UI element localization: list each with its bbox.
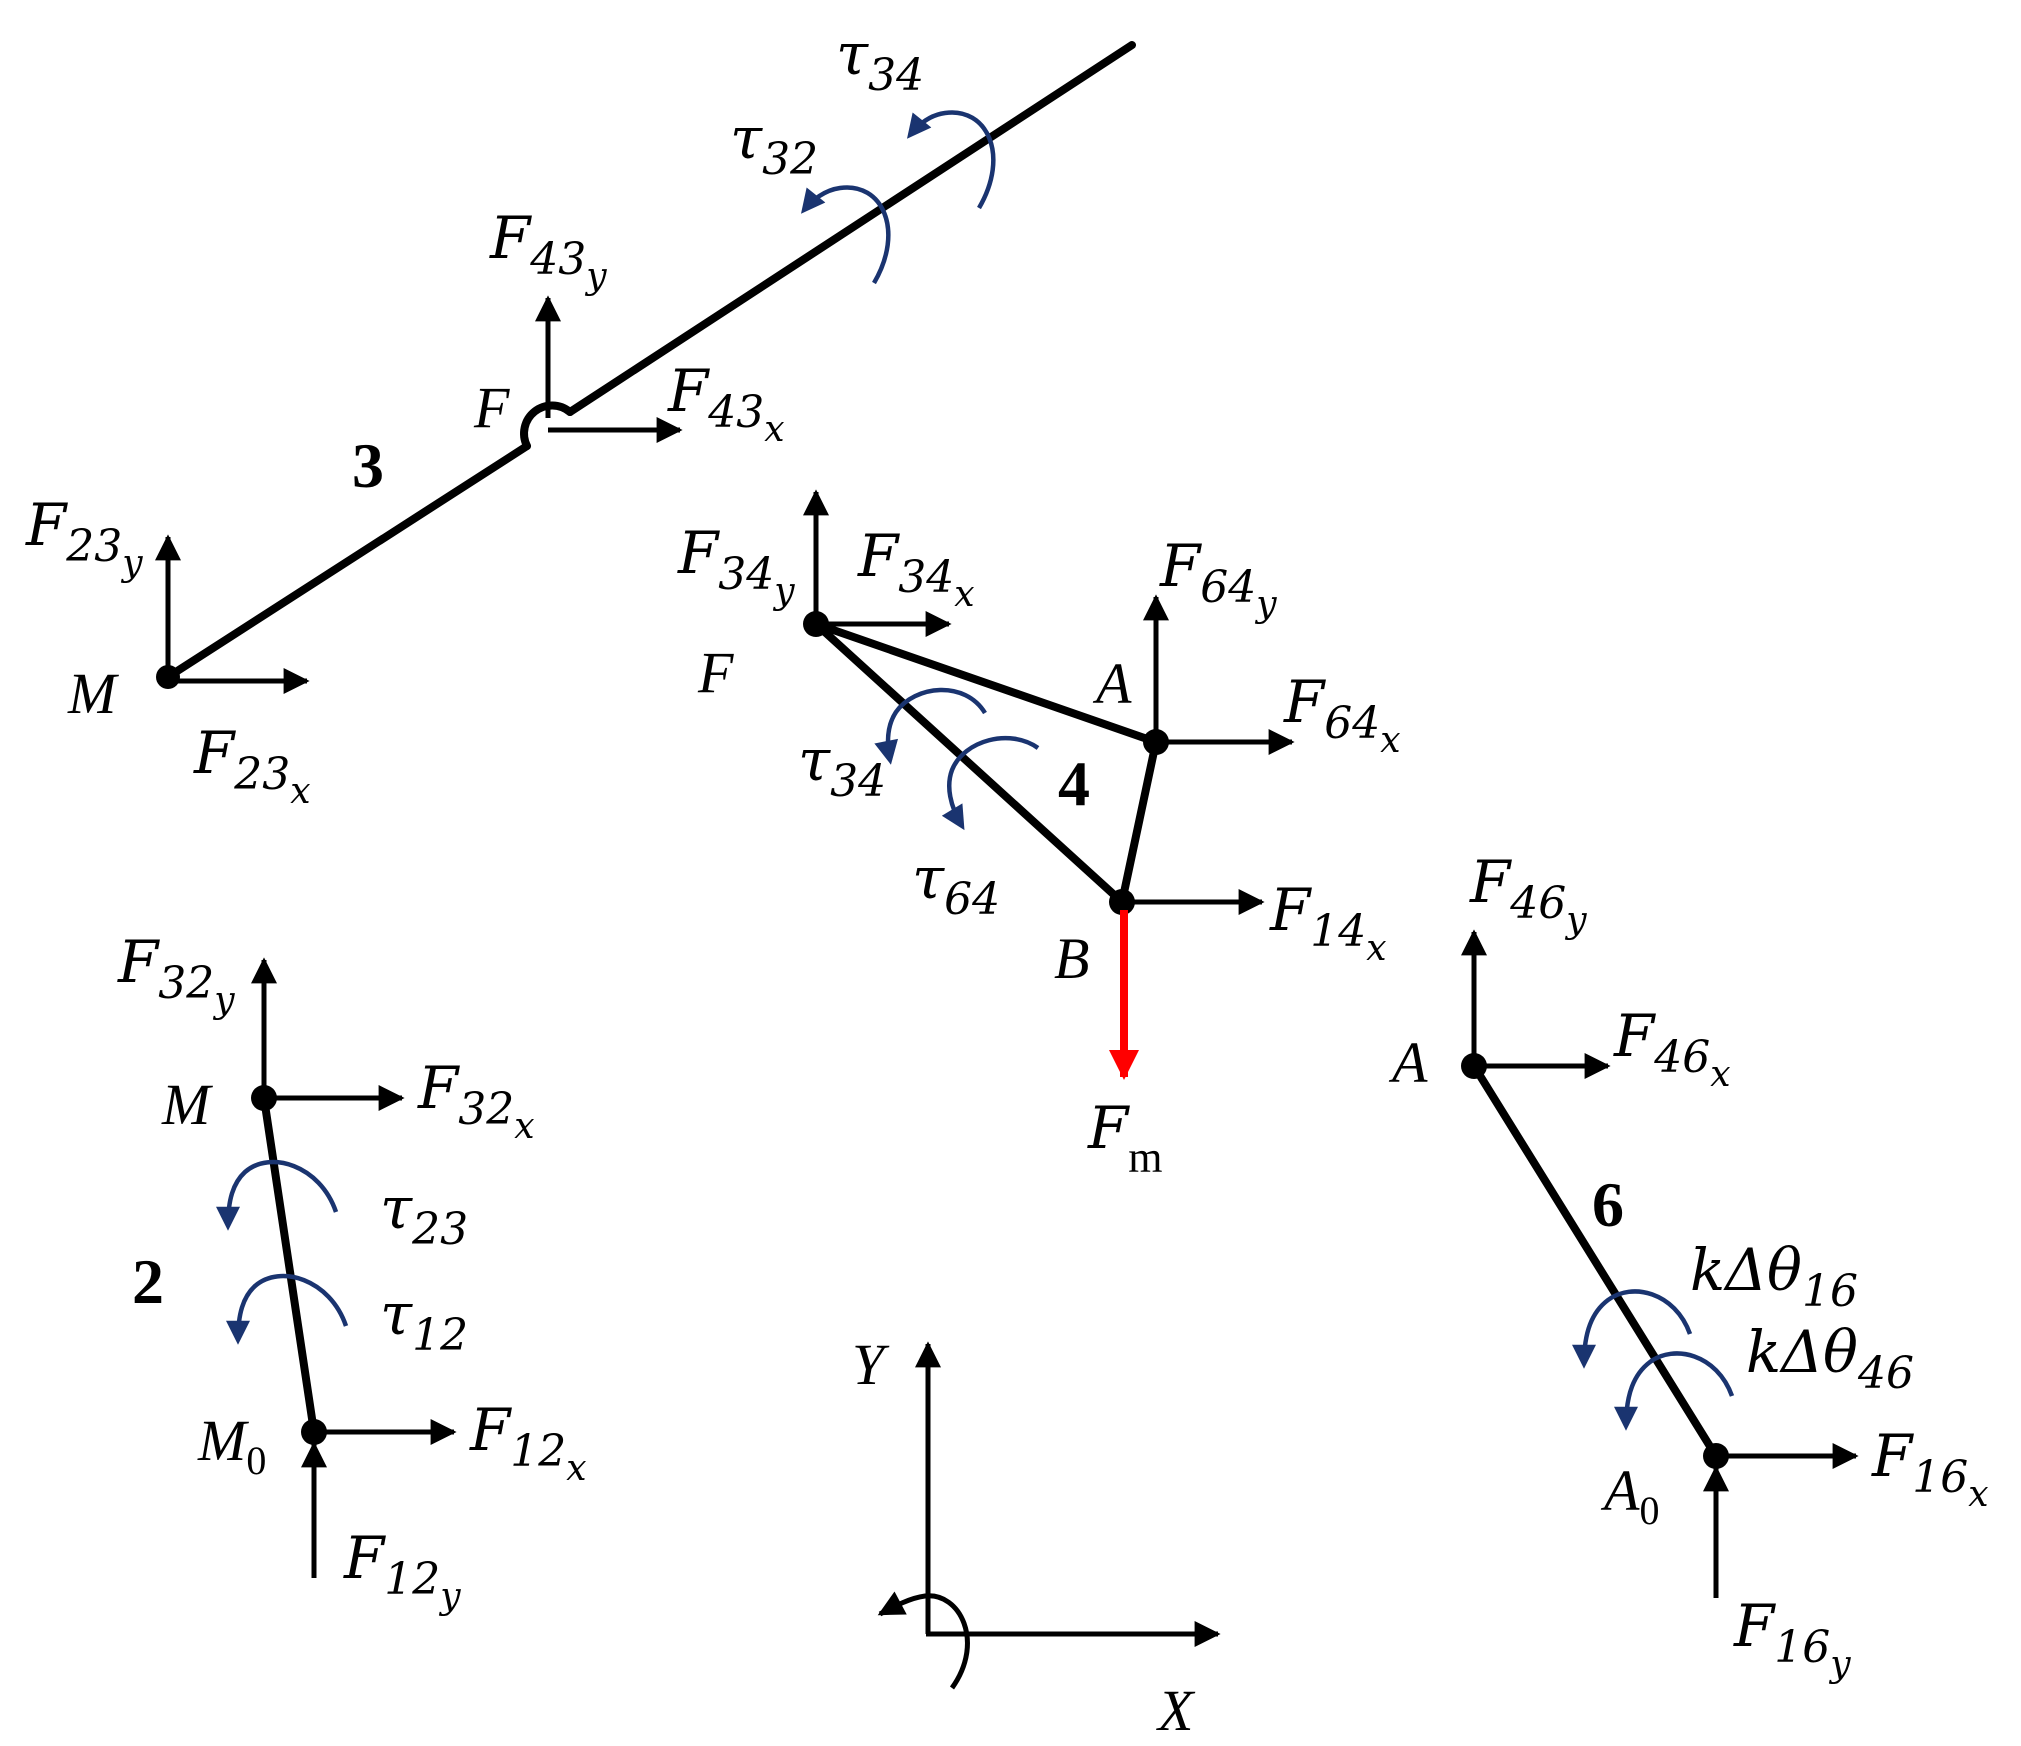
point-label-B-link4: B <box>1054 926 1089 991</box>
label-F46y: F46y <box>1469 848 1587 941</box>
link-number-6: 6 <box>1592 1169 1624 1240</box>
link-3-bar-lower <box>164 442 531 681</box>
point-label-A-link6: A <box>1388 1030 1428 1095</box>
x-axis-label: X <box>1156 1678 1196 1743</box>
link-4-side-FA <box>812 620 1160 746</box>
link-number-3: 3 <box>352 430 384 501</box>
link-3-pin-bump <box>520 401 574 450</box>
label-tau64: τ64 <box>912 844 1000 925</box>
point-label-F-link4: F <box>697 640 734 705</box>
label-F32x: F32x <box>417 1054 535 1147</box>
label-kdt16: kΔθ16 <box>1690 1236 1858 1317</box>
link-4-side-FB <box>812 620 1126 906</box>
label-F12y: F12y <box>343 1524 461 1617</box>
torque-arrow-tau34-top <box>907 110 996 210</box>
label-F16x: F16x <box>1871 1422 1989 1515</box>
link-number-4: 4 <box>1058 748 1090 819</box>
point-label-M-link2: M <box>161 1072 213 1137</box>
torque-arrow-tau64 <box>941 735 1040 831</box>
point-label-M-link3: M <box>67 661 119 726</box>
torque-arrow-tau23 <box>216 1159 339 1231</box>
label-F23y: F23y <box>25 491 143 584</box>
label-tau12: τ12 <box>380 1280 468 1361</box>
link-4-side-AB <box>1118 738 1160 906</box>
label-F16y: F16y <box>1733 1592 1851 1685</box>
link-6: 6 A A0 F46y F46x F16x F16y kΔθ16 kΔθ46 <box>1388 848 1989 1685</box>
link-6-bar <box>1470 1062 1720 1460</box>
label-F12x: F12x <box>469 1396 587 1489</box>
torque-arrow-kdt46 <box>1614 1351 1735 1431</box>
label-F34x: F34x <box>857 522 975 615</box>
label-F43y: F43y <box>489 204 607 297</box>
label-kdt46: kΔθ46 <box>1746 1318 1914 1399</box>
link-3: 3 M F F23y F23x F43y F43x τ32 τ34 <box>25 20 1136 812</box>
label-F46x: F46x <box>1613 1002 1731 1095</box>
label-F64y: F64y <box>1159 532 1277 625</box>
label-tau34-top: τ34 <box>836 20 924 101</box>
point-label-M0: M0 <box>197 1408 266 1483</box>
label-tau32: τ32 <box>730 104 818 185</box>
label-F34y: F34y <box>677 519 795 612</box>
label-Fm: Fm <box>1087 1094 1162 1182</box>
torque-arrow-tau34-link4 <box>874 687 987 765</box>
link-2: 2 M M0 F32y F32x F12x F12y τ23 τ12 <box>117 928 587 1617</box>
label-F64x: F64x <box>1283 668 1401 761</box>
label-tau34-link4: τ34 <box>798 726 886 807</box>
point-label-F-link3: F <box>473 375 510 440</box>
torque-arrow-kdt16 <box>1572 1289 1693 1369</box>
label-F14x: F14x <box>1269 876 1387 969</box>
point-label-A-link4: A <box>1092 651 1132 716</box>
link-number-2: 2 <box>132 1246 164 1317</box>
link-3-bar-upper <box>566 41 1136 416</box>
label-tau23: τ23 <box>380 1174 468 1255</box>
label-F32y: F32y <box>117 928 235 1021</box>
link-2-bar <box>260 1094 318 1436</box>
rotation-direction-arrow <box>877 1591 970 1690</box>
link-4: 4 F A B F34y F34x F64y F64x F14x Fm τ34 … <box>677 489 1401 1182</box>
label-F23x: F23x <box>193 719 311 812</box>
point-label-A0: A0 <box>1600 1458 1659 1533</box>
torque-arrow-tau32 <box>801 185 891 285</box>
y-axis-label: Y <box>852 1332 890 1397</box>
label-F43x: F43x <box>667 357 785 450</box>
coordinate-axes: Y X <box>852 1332 1221 1743</box>
torque-arrow-tau12 <box>226 1273 349 1345</box>
